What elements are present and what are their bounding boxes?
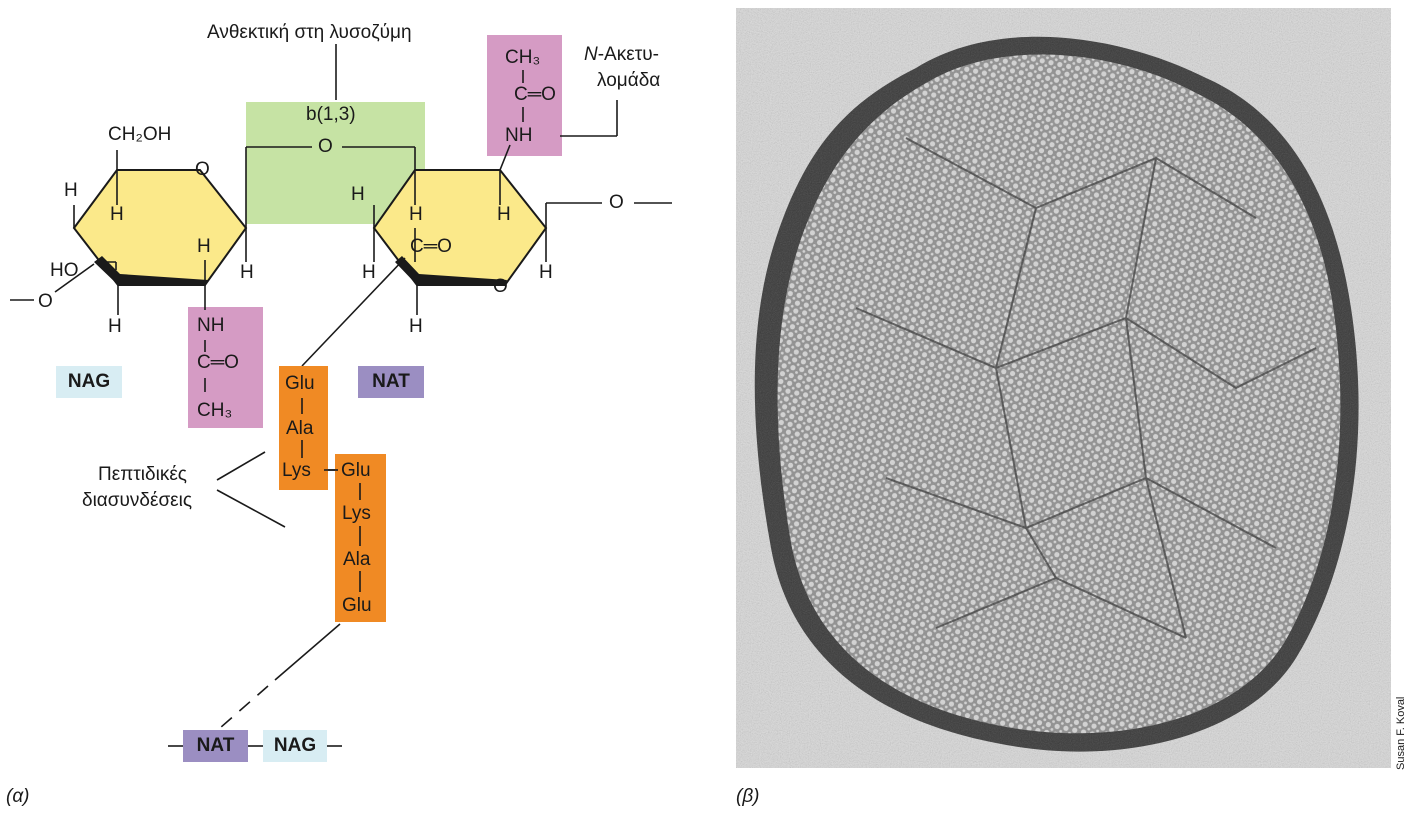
h-atom: H (351, 184, 365, 205)
nag-sugar-ring (72, 169, 248, 286)
acetyl-rest-label: -Ακετυ- (597, 44, 659, 65)
h-atom: H (362, 262, 376, 283)
panel-a-label: (α) (6, 786, 30, 807)
ch3-bottom-label: CH₃ (197, 400, 233, 421)
h-atom: H (108, 316, 122, 337)
h-atom: H (110, 204, 124, 225)
ring-oxygen-nag: O (195, 159, 210, 180)
peptide-glu-2: Glu (341, 460, 371, 481)
c-eq-o-top-label: C═O (514, 84, 556, 105)
glycosidic-oxygen-bridge: O (318, 136, 333, 157)
h-atom: H (497, 204, 511, 225)
electron-micrograph (736, 8, 1391, 768)
peptide-crosslinks-label-line1: Πεπτιδικές (98, 464, 187, 485)
lysozyme-resistant-label: Ανθεκτική στη λυσοζύμη (207, 22, 412, 43)
ch3-top-label: CH₃ (505, 47, 541, 68)
h-atom: H (197, 236, 211, 257)
h-atom: H (539, 262, 553, 283)
h-atom: H (409, 316, 423, 337)
ho-label: HO (50, 260, 79, 281)
acetyl-group-box-top (487, 35, 562, 156)
ch2oh-label: CH₂OH (108, 124, 172, 145)
bottom-nat-tag: NAT (183, 730, 248, 762)
ring-oxygen-nat: O (493, 276, 508, 297)
bond-lines (10, 44, 672, 747)
peptide-glu-1: Glu (285, 373, 315, 394)
acetyl-n-label: N (584, 44, 598, 65)
peptidoglycan-structure-diagram (10, 35, 672, 747)
peptide-box-chain1 (279, 366, 328, 490)
photo-credit: Susan F. Koval (1395, 696, 1407, 770)
peptide-lys-1: Lys (282, 460, 311, 481)
glycosidic-oxygen-right: O (609, 192, 624, 213)
peptide-crosslinks-label-line2: διασυνδέσεις (82, 490, 193, 511)
carbonyl-label: C═O (410, 236, 452, 257)
peptide-lys-2: Lys (342, 503, 371, 524)
c-eq-o-bottom-label: C═O (197, 352, 239, 373)
acetyl-group-label: N-Ακετυ- (584, 44, 659, 66)
peptide-ala-1: Ala (286, 418, 314, 439)
acetyl-group-box-bottom (188, 307, 263, 428)
peptide-ala-2: Ala (343, 549, 371, 570)
bottom-nag-tag: NAG (263, 730, 327, 762)
nh-top-label: NH (505, 125, 533, 146)
peptide-glu-3: Glu (342, 595, 372, 616)
nat-ring-bold-edge (395, 256, 507, 285)
nat-tag: NAT (358, 366, 424, 398)
beta-bond-label: b(1,3) (306, 104, 356, 125)
nag-tag: NAG (56, 366, 122, 398)
h-atom: H (240, 262, 254, 283)
panel-b-label: (β) (736, 786, 760, 807)
glycosidic-oxygen-left: O (38, 291, 53, 312)
h-atom: H (409, 204, 423, 225)
acetyl-group-label-line2: λομάδα (597, 70, 661, 91)
nh-bottom-label: NH (197, 315, 225, 336)
nag-ring-bold-edge (94, 256, 208, 285)
h-atom: H (64, 180, 78, 201)
